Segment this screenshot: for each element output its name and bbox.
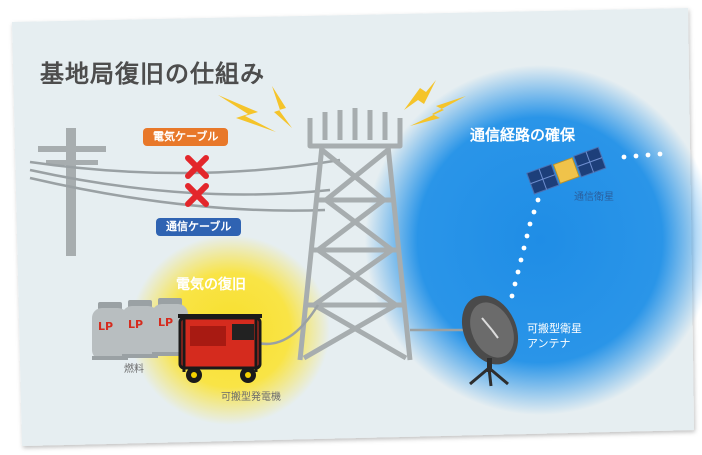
comm-route-label: 通信経路の確保	[470, 126, 576, 144]
satellite-icon	[526, 146, 607, 195]
generator-cable	[257, 304, 320, 346]
fuel-label: 燃料	[124, 364, 144, 375]
lightning-icon	[218, 80, 466, 132]
lp-label-2: LP	[128, 318, 144, 331]
satellite-antenna-icon	[461, 295, 519, 387]
lp-label-1: LP	[98, 320, 114, 333]
satellite-link	[509, 151, 663, 299]
utility-pole-icon	[38, 128, 106, 256]
cut-mark-icon	[185, 155, 209, 207]
power-recovery-label: 電気の復旧	[176, 277, 246, 293]
lp-label-3: LP	[158, 316, 174, 329]
antenna-label-line2: アンテナ	[527, 337, 571, 350]
satellite-label: 通信衛星	[574, 192, 614, 203]
generator-icon	[178, 314, 262, 383]
antenna-label-line1: 可搬型衛星	[527, 322, 582, 335]
power-cable-tag: 電気ケーブル	[143, 128, 229, 146]
generator-label: 可搬型発電機	[221, 392, 281, 403]
comm-glow	[365, 65, 702, 415]
page-title: 基地局復旧の仕組み	[40, 60, 265, 88]
comm-cable-tag: 通信ケーブル	[156, 218, 242, 236]
